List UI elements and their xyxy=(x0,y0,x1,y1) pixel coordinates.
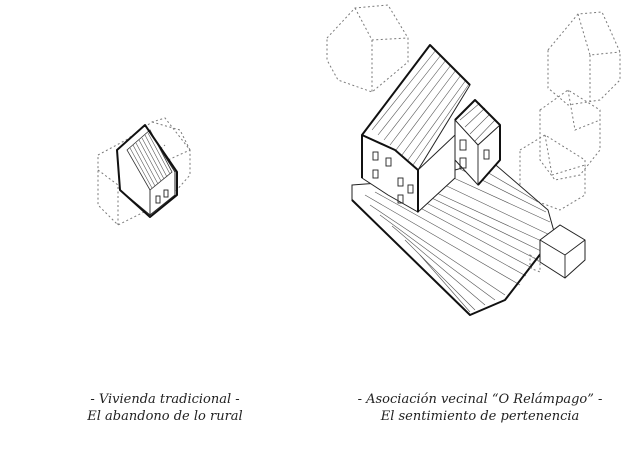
caption-traditional-house: - Vivienda tradicional - El abandono de … xyxy=(55,391,275,425)
caption-right-line2: El sentimiento de pertenencia xyxy=(380,409,580,424)
ghost-neighbors-right xyxy=(326,4,621,211)
main-roof-hatch xyxy=(371,49,470,166)
caption-association: - Asociación vecinal “O Relámpago” - El … xyxy=(345,391,615,425)
caption-left-line1: - Vivienda tradicional - xyxy=(90,392,240,407)
house-left xyxy=(116,124,178,218)
caption-left-line2: El abandono de lo rural xyxy=(87,409,243,424)
rear-tower xyxy=(454,99,501,186)
small-shed xyxy=(529,224,586,279)
roof-hatch-left xyxy=(129,132,171,189)
main-building xyxy=(361,44,471,214)
caption-right-line1: - Asociación vecinal “O Relámpago” - xyxy=(357,392,603,407)
